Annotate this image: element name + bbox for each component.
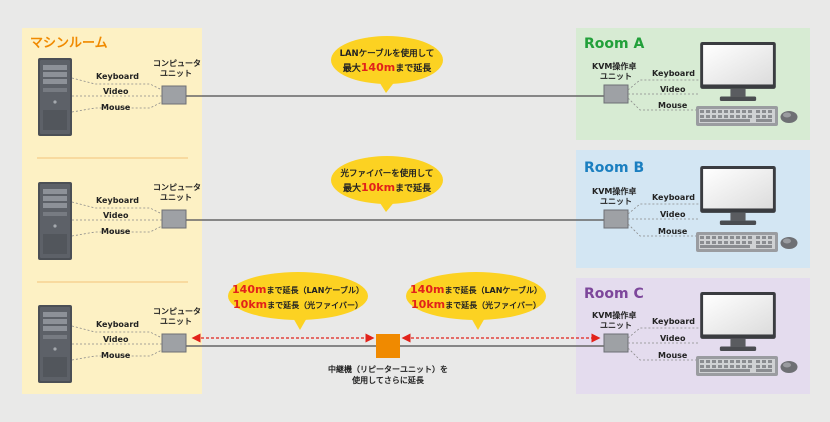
bubble-right-line2: 10kmまで延長（光ファイバー） — [411, 298, 541, 311]
signal-video-label: Video — [103, 87, 129, 96]
keyboard-icon — [696, 232, 778, 252]
repeater-unit-box — [376, 334, 400, 358]
mouse-icon — [780, 111, 798, 123]
kvm-unit-box — [603, 333, 629, 353]
signal-video-label: Video — [103, 211, 129, 220]
computer-unit-label: コンピュータ — [153, 182, 201, 192]
server-tower-icon — [38, 305, 72, 383]
kvm-unit-label: ユニット — [600, 321, 632, 330]
signal-mouse-label: Mouse — [658, 351, 688, 360]
kvm-unit-label: KVM操作卓 — [592, 186, 636, 196]
signal-mouse-label: Mouse — [658, 101, 688, 110]
computer-unit-label: コンピュータ — [153, 58, 201, 68]
repeater-caption-line2: 使用してさらに延長 — [351, 375, 425, 385]
signal-keyboard-label: Keyboard — [96, 196, 139, 205]
keyboard-icon — [696, 106, 778, 126]
server-tower-icon — [38, 58, 72, 136]
signal-keyboard-label: Keyboard — [652, 69, 695, 78]
bubble-lan-line1: LANケーブルを使用して — [340, 48, 435, 59]
room-b-title: Room B — [584, 160, 644, 176]
kvm-unit-label: ユニット — [600, 197, 632, 206]
row-c: Keyboard Video Mouse コンピュータ ユニット 中継機（リピー… — [38, 292, 798, 385]
computer-unit-label: ユニット — [160, 317, 192, 326]
signal-mouse-label: Mouse — [101, 351, 131, 360]
computer-unit-label: コンピュータ — [153, 306, 201, 316]
signal-video-label: Video — [660, 334, 686, 343]
bubble-fiber-line1: 光ファイバーを使用して — [339, 168, 433, 179]
computer-unit-box — [161, 209, 187, 229]
callout-bubble-lan: LANケーブルを使用して 最大140mまで延長 — [331, 36, 443, 93]
mouse-icon — [780, 237, 798, 249]
mouse-icon — [780, 361, 798, 373]
signal-video-label: Video — [103, 335, 129, 344]
kvm-unit-label: ユニット — [600, 72, 632, 81]
signal-video-label: Video — [660, 85, 686, 94]
signal-video-label: Video — [660, 210, 686, 219]
bubble-lan-line2: 最大140mまで延長 — [343, 61, 432, 74]
bubble-fiber-line2: 最大10kmまで延長 — [343, 181, 432, 194]
kvm-unit-box — [603, 84, 629, 104]
callout-bubble-fiber: 光ファイバーを使用して 最大10kmまで延長 — [331, 156, 443, 212]
kvm-unit-box — [603, 209, 629, 229]
signal-mouse-label: Mouse — [658, 227, 688, 236]
bubble-left-line2: 10kmまで延長（光ファイバー） — [233, 298, 363, 311]
signal-keyboard-label: Keyboard — [96, 320, 139, 329]
computer-unit-label: ユニット — [160, 193, 192, 202]
callout-bubble-right: 140mまで延長（LANケーブル） 10kmまで延長（光ファイバー） — [406, 272, 546, 330]
room-a-title: Room A — [584, 36, 644, 52]
callout-bubble-left: 140mまで延長（LANケーブル） 10kmまで延長（光ファイバー） — [228, 272, 368, 330]
row-b: Keyboard Video Mouse コンピュータ ユニット KVM操作卓 … — [38, 166, 798, 260]
computer-unit-label: ユニット — [160, 69, 192, 78]
server-tower-icon — [38, 182, 72, 260]
repeater-caption-line1: 中継機（リピーターユニット）を — [328, 364, 448, 374]
signal-keyboard-label: Keyboard — [96, 72, 139, 81]
kvm-unit-label: KVM操作卓 — [592, 310, 636, 320]
kvm-unit-label: KVM操作卓 — [592, 61, 636, 71]
signal-keyboard-label: Keyboard — [652, 317, 695, 326]
machine-room-title: マシンルーム — [30, 36, 108, 51]
room-c-title: Room C — [584, 286, 644, 302]
computer-unit-box — [161, 333, 187, 353]
keyboard-icon — [696, 356, 778, 376]
row-a: Keyboard Video Mouse コンピュータ ユニット KVM操作卓 … — [38, 42, 798, 136]
bubble-right-line1: 140mまで延長（LANケーブル） — [410, 283, 542, 296]
computer-unit-box — [161, 85, 187, 105]
bubble-left-line1: 140mまで延長（LANケーブル） — [232, 283, 364, 296]
signal-keyboard-label: Keyboard — [652, 193, 695, 202]
signal-mouse-label: Mouse — [101, 103, 131, 112]
signal-mouse-label: Mouse — [101, 227, 131, 236]
